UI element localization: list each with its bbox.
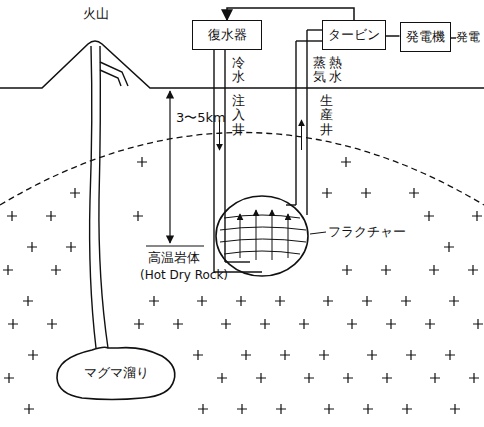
rock-plus (133, 211, 143, 221)
rock-plus (319, 350, 329, 360)
rock-label-english: (Hot Dry Rock) (140, 268, 228, 282)
rock-plus (341, 157, 351, 167)
rock-plus (66, 242, 76, 252)
fluid-label: 熱水 (329, 56, 342, 85)
rock-plus (280, 350, 290, 360)
rock-plus (27, 242, 37, 252)
fluid-label: 蒸気 (313, 56, 326, 85)
rock-plus (3, 265, 13, 275)
rock-plus (47, 319, 57, 329)
rock-plus (256, 373, 266, 383)
rock-plus (445, 350, 455, 360)
rock-plus (260, 319, 270, 329)
rock-plus (241, 350, 251, 360)
rock-plus (406, 350, 416, 360)
rock-plus (324, 404, 334, 414)
rock-plus (299, 319, 309, 329)
rock-plus (4, 373, 14, 383)
well-label: 注入井 (232, 94, 245, 137)
rock-plus (197, 296, 207, 306)
rock-plus (23, 296, 33, 306)
flow-connector (386, 35, 400, 37)
rock-plus (382, 373, 392, 383)
flow-connector (227, 8, 354, 20)
fracture-label: フラクチャー (328, 224, 406, 240)
rock-plus (450, 404, 460, 414)
well-label: 生産井 (320, 94, 333, 137)
rock-plus (429, 265, 439, 275)
power-output-line (450, 37, 456, 38)
rock-plus (198, 404, 208, 414)
rock-plus (469, 373, 479, 383)
rock-plus (409, 188, 419, 198)
rock-plus (193, 350, 203, 360)
rock-plus (468, 265, 478, 275)
box-text: マグマ溜り (84, 364, 149, 382)
fluid-label: 冷水 (232, 56, 245, 85)
rock-plus (472, 211, 482, 221)
rock-plus (7, 211, 17, 221)
rock-plus (51, 265, 61, 275)
turbine-box: タービン (322, 20, 386, 50)
rock-plus (367, 350, 377, 360)
fracture-zone (216, 196, 326, 276)
rock-plus (363, 404, 373, 414)
box-text: 発電機 (406, 28, 445, 46)
rock-plus (275, 296, 285, 306)
rock-plus (381, 265, 391, 275)
rock-plus (221, 319, 231, 329)
volcano-label: 火山 (83, 6, 109, 22)
box-text: 復水器 (208, 26, 247, 44)
condenser-box: 復水器 (192, 20, 262, 50)
rock-plus (425, 319, 435, 329)
rock-plus (8, 319, 18, 329)
rock-plus (46, 211, 56, 221)
generator-box: 発電機 (400, 22, 451, 52)
rock-plus (323, 296, 333, 306)
magma-chamber: マグマ溜り (52, 344, 180, 402)
rock-plus (149, 296, 159, 306)
box-text: タービン (328, 26, 380, 44)
volcano-conduit (90, 46, 128, 348)
rock-plus (449, 296, 459, 306)
rock-plus (386, 319, 396, 329)
output-label: 発電 (456, 30, 480, 44)
hot-rock-boundary (0, 133, 484, 206)
rock-plus (401, 296, 411, 306)
rock-plus (424, 211, 434, 221)
rock-plus (362, 296, 372, 306)
rock-plus (236, 296, 246, 306)
rock-plus (361, 188, 371, 198)
depth-label: 3〜5km (176, 110, 226, 126)
rock-plus (137, 157, 147, 167)
rock-plus (217, 373, 227, 383)
rock-plus (473, 319, 483, 329)
rock-plus (444, 242, 454, 252)
rock-plus (24, 404, 34, 414)
rock-texture (3, 157, 483, 414)
rock-plus (430, 373, 440, 383)
rock-plus (173, 319, 183, 329)
rock-plus (402, 404, 412, 414)
rock-plus (322, 188, 332, 198)
rock-plus (237, 404, 247, 414)
rock-plus (276, 404, 286, 414)
rock-plus (28, 350, 38, 360)
rock-plus (342, 265, 352, 275)
rock-plus (347, 319, 357, 329)
rock-plus (304, 373, 314, 383)
rock-label: 高温岩体 (148, 250, 200, 266)
rock-plus (343, 373, 353, 383)
rock-plus (134, 319, 144, 329)
rock-plus (70, 188, 80, 198)
